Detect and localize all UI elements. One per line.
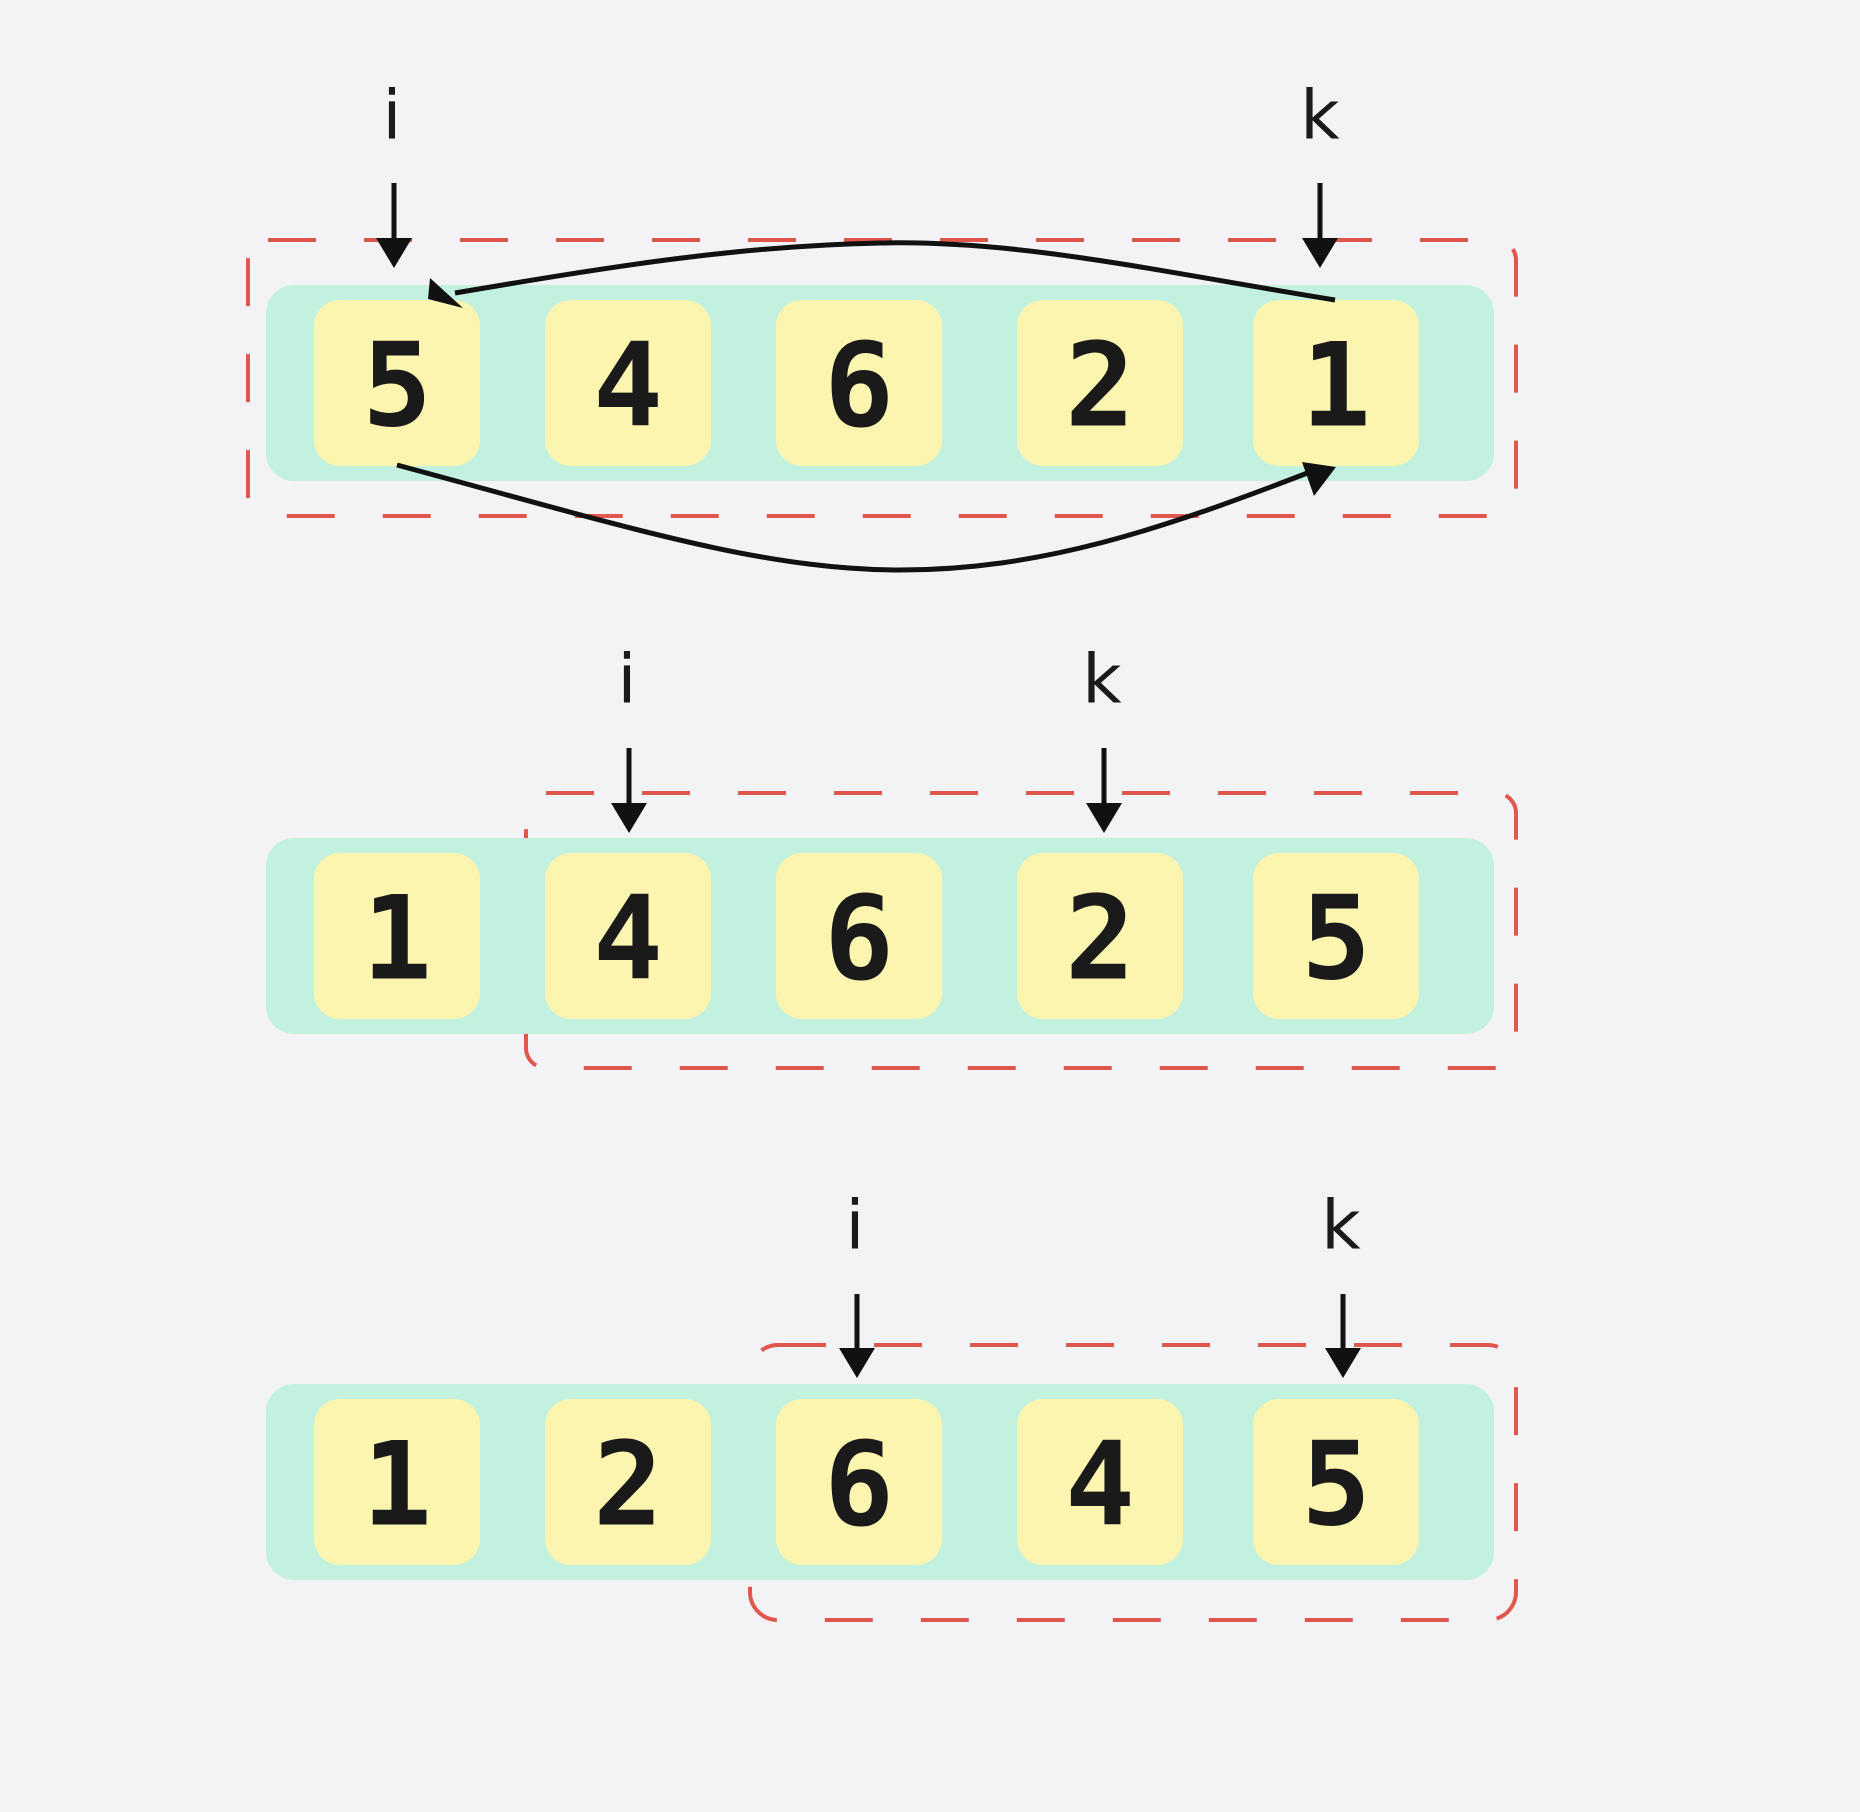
row-1-cell-1: 5 <box>314 300 480 466</box>
row-2-cell-5: 5 <box>1253 853 1419 1019</box>
row-2-value-4: 2 <box>1065 872 1135 1007</box>
row-1-value-5: 1 <box>1301 319 1371 454</box>
row-1-value-4: 2 <box>1065 319 1135 454</box>
row-3-cell-1: 1 <box>314 1399 480 1565</box>
row-1-pointer-i-label: i <box>383 77 402 156</box>
row-2-pointer-k: k <box>1082 641 1122 833</box>
row-1-pointer-k: k <box>1300 77 1340 268</box>
row-3-value-3: 6 <box>824 1418 894 1553</box>
row-1-swap-arrow-bottom <box>396 462 1336 573</box>
row-2-cell-4: 2 <box>1017 853 1183 1019</box>
row-1-swap-arrow-top <box>428 240 1336 308</box>
row-1-pointer-i-arrowhead <box>376 238 412 268</box>
row-1-bracket <box>246 238 1518 518</box>
row-2-pointer-k-arrowhead <box>1086 803 1122 833</box>
row-3-cell-4: 4 <box>1017 1399 1183 1565</box>
row-2-cell-1: 1 <box>314 853 480 1019</box>
row-3-cell-3: 6 <box>776 1399 942 1565</box>
row-3-pointer-k: k <box>1321 1187 1361 1378</box>
row-3-bracket <box>748 1343 1518 1622</box>
row-2-cell-3: 6 <box>776 853 942 1019</box>
row-1-cell-3: 6 <box>776 300 942 466</box>
row-2-pointer-i-label: i <box>618 641 637 720</box>
row-3-value-2: 2 <box>593 1418 663 1553</box>
row-2-cell-2: 4 <box>545 853 711 1019</box>
row-1-value-2: 4 <box>593 319 663 454</box>
row-3-cell-5: 5 <box>1253 1399 1419 1565</box>
row-1-cell-5: 1 <box>1253 300 1419 466</box>
row-3-value-5: 5 <box>1301 1418 1371 1553</box>
row-3: 1 2 6 4 5 i k <box>266 1187 1518 1622</box>
row-2-value-3: 6 <box>824 872 894 1007</box>
row-2: 1 4 6 2 5 i k <box>266 641 1518 1070</box>
row-1-cell-4: 2 <box>1017 300 1183 466</box>
row-1: 5 4 6 2 1 i k <box>246 77 1518 573</box>
row-3-cell-2: 2 <box>545 1399 711 1565</box>
row-1-value-1: 5 <box>362 319 432 454</box>
row-1-swap-arrowhead-bottom <box>1302 462 1336 496</box>
row-3-value-4: 4 <box>1065 1418 1135 1553</box>
row-3-pointer-k-label: k <box>1321 1187 1361 1266</box>
row-1-pointer-k-arrowhead <box>1302 238 1338 268</box>
row-2-pointer-i-arrowhead <box>611 803 647 833</box>
row-3-pointer-k-arrowhead <box>1325 1348 1361 1378</box>
row-3-pointer-i: i <box>839 1187 875 1378</box>
row-2-value-5: 5 <box>1301 872 1371 1007</box>
row-3-pointer-i-label: i <box>846 1187 865 1266</box>
row-3-pointer-i-arrowhead <box>839 1348 875 1378</box>
row-1-value-3: 6 <box>824 319 894 454</box>
row-1-cell-2: 4 <box>545 300 711 466</box>
row-1-swap-arrowhead-top <box>428 278 463 308</box>
row-2-pointer-k-label: k <box>1082 641 1122 720</box>
row-1-pointer-k-label: k <box>1300 77 1340 156</box>
row-2-value-2: 4 <box>593 872 663 1007</box>
row-2-value-1: 1 <box>362 872 432 1007</box>
row-3-value-1: 1 <box>362 1418 432 1553</box>
row-1-pointer-i: i <box>376 77 412 268</box>
row-2-pointer-i: i <box>611 641 647 833</box>
